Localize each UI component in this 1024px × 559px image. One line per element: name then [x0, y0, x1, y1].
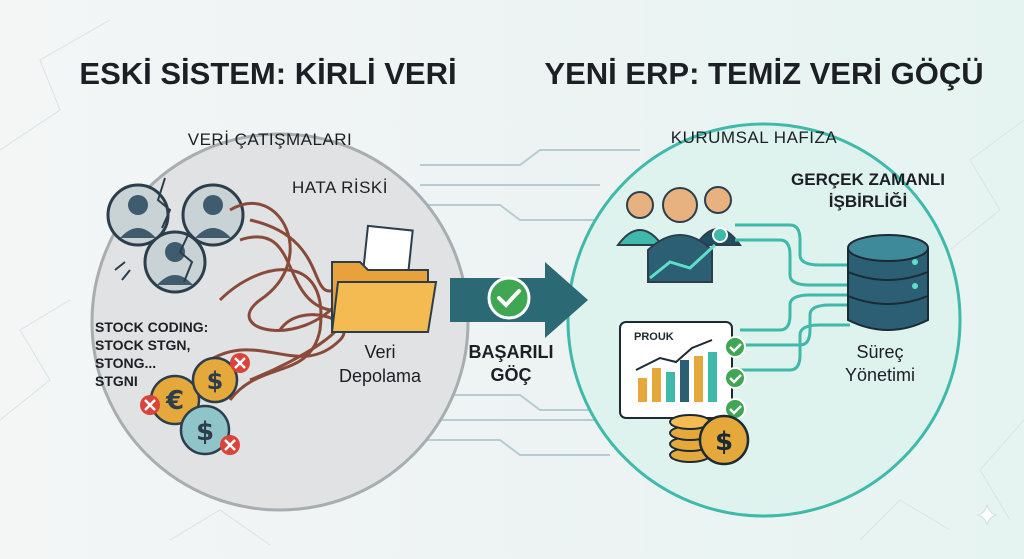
- dollar-icon: $: [669, 414, 750, 466]
- database-icon: [847, 234, 929, 331]
- migration-label-2: GÖÇ: [490, 365, 531, 385]
- stock-line-3: STONG...: [95, 355, 156, 371]
- connection-lines: [420, 149, 640, 456]
- report-label: PROUK: [634, 331, 674, 343]
- sparkle-icon: [976, 504, 998, 526]
- broken-people-icon: [106, 177, 245, 294]
- storage-label-1: Veri: [364, 342, 395, 362]
- process-label-2: Yönetimi: [845, 365, 915, 385]
- error-icon: [140, 353, 250, 455]
- left-title: ESKİ SİSTEM: KİRLİ VERİ: [79, 56, 456, 91]
- stock-line-1: STOCK CODING:: [95, 319, 208, 335]
- storage-label-2: Depolama: [339, 366, 422, 386]
- check-icon: [724, 336, 746, 420]
- memory-label: KURUMSAL HAFIZA: [671, 128, 838, 147]
- coins-icon: € $ $: [149, 356, 239, 456]
- collab-label-2: İŞBİRLİĞİ: [829, 192, 907, 211]
- data-flow-lines: [735, 223, 850, 372]
- right-title: YENİ ERP: TEMİZ VERİ GÖÇÜ: [544, 56, 983, 91]
- stock-coding-text: STOCK CODING: STOCK STGN, STONG... STGNI: [95, 319, 208, 389]
- svg-text:€: €: [165, 386, 184, 416]
- svg-text:$: $: [207, 367, 224, 395]
- migration-label-1: BAŞARILI: [469, 342, 554, 362]
- folder-icon: [330, 224, 438, 333]
- team-icon: [616, 186, 742, 283]
- collab-label-1: GERÇEK ZAMANLI: [791, 170, 945, 189]
- svg-text:$: $: [196, 417, 214, 447]
- arrow-icon: [450, 262, 588, 338]
- chart-icon: PROUK: [619, 321, 733, 419]
- risk-label: HATA RİSKİ: [292, 178, 388, 197]
- svg-text:$: $: [715, 427, 733, 457]
- stock-line-4: STGNI: [95, 373, 138, 389]
- stock-line-2: STOCK STGN,: [95, 337, 190, 353]
- process-label-1: Süreç: [856, 342, 903, 362]
- conflicts-label: VERİ ÇATIŞMALARI: [188, 130, 353, 149]
- background-network: [0, 19, 1024, 546]
